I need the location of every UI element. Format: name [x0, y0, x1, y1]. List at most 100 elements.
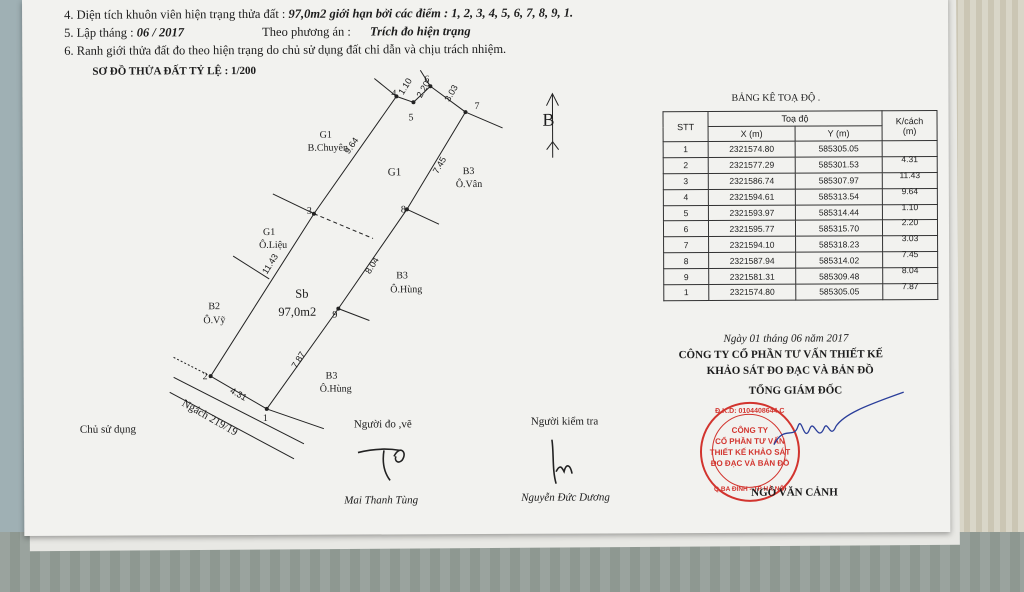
point-label: 1 [262, 412, 268, 424]
neighbor-line [419, 69, 431, 87]
table-cell-y: 585305.05 [795, 140, 883, 158]
road-edge [169, 391, 295, 460]
table-cell-stt: 3 [663, 173, 709, 190]
point-marker [428, 84, 433, 89]
neighbor-line [173, 356, 211, 377]
table-cell-y: 585305.05 [795, 283, 883, 301]
neighbor-name: Ô.Hùng [319, 383, 352, 395]
document-sheet: 4. Diện tích khuôn viên hiện trạng thửa … [22, 0, 951, 536]
table-cell-distance: 1.10 [882, 188, 938, 212]
parcel-plan [169, 69, 560, 460]
company-name-2: KHẢO SÁT ĐO ĐẠC VÀ BẢN ĐỒ [706, 364, 874, 378]
point-label: 8 [400, 204, 406, 216]
neighbor-name: Ô.Vân [455, 178, 483, 191]
neighbor-name: Ô.Vỹ [203, 315, 226, 327]
table-cell-y: 585314.02 [795, 251, 883, 269]
point-label: 5 [408, 112, 414, 124]
neighbor-line [266, 408, 325, 430]
owner-label: Chủ sử dụng [79, 423, 136, 436]
point-marker [208, 374, 213, 379]
table-cell-x: 2321593.97 [708, 204, 796, 221]
table-cell-y: 585301.53 [795, 156, 883, 173]
table-cell-y: 585309.48 [795, 267, 883, 285]
neighbor-line [232, 255, 270, 280]
seal-text: ĐO ĐẠC VÀ BẢN ĐỒ [710, 458, 790, 468]
north-label: B [542, 109, 555, 130]
table-cell-x: 2321595.77 [708, 220, 796, 237]
col-stt: STT [662, 111, 709, 142]
surveyor-label: Người đo ,vẽ [353, 418, 412, 431]
point-label: 3 [306, 205, 312, 217]
parcel-boundary [209, 85, 467, 410]
table-cell-x: 2321587.94 [708, 252, 796, 269]
point-marker [264, 406, 269, 411]
table-cell-stt: 7 [663, 236, 709, 253]
point-label: 9 [332, 309, 338, 321]
table-cell-x: 2321594.10 [708, 236, 796, 253]
table-cell-y: 585313.54 [795, 188, 883, 205]
table-cell-stt: 5 [663, 205, 709, 222]
table-cell-x: 2321594.61 [708, 188, 796, 206]
table-cell-stt: 6 [663, 220, 709, 238]
neighbor-name: Ô.Hùng [390, 284, 423, 296]
table-cell-distance: 7.45 [882, 235, 938, 259]
parcel-code: Sb [295, 286, 309, 301]
neighbor-code: B3 [462, 166, 475, 178]
point-marker [311, 211, 316, 216]
point-label: 7 [474, 101, 480, 113]
point-marker [404, 207, 409, 212]
col-x: X (m) [708, 126, 796, 142]
table-cell-x: 2321586.74 [708, 172, 796, 190]
table-cell-distance: 2.20 [882, 204, 938, 228]
point-marker [411, 100, 416, 105]
neighbor-line [272, 193, 315, 215]
internal-split [313, 213, 374, 239]
table-cell-y: 585318.23 [795, 236, 883, 253]
checker-signature [551, 439, 573, 484]
north-arrow-tail [546, 140, 560, 151]
col-y: Y (m) [795, 125, 883, 142]
surveyor-signature [357, 448, 405, 481]
neighbor-line [338, 308, 370, 321]
point-marker [336, 306, 341, 311]
table-cell-stt: 9 [663, 268, 709, 285]
neighbor-name: B.Chuyên [307, 142, 348, 154]
neighbor-code: G1 [262, 226, 276, 238]
table-cell-distance: 11.43 [882, 156, 938, 180]
table-cell-distance: 9.64 [882, 172, 938, 196]
table-cell-distance: 3.03 [882, 219, 938, 244]
table-cell-x: 2321577.29 [708, 157, 796, 174]
table-cell-stt: 2 [663, 157, 709, 174]
surveyor-name: Mai Thanh Tùng [344, 494, 419, 507]
neighbor-line [374, 78, 397, 97]
col-distance-2: (m) [902, 125, 917, 136]
neighbor-code: G1 [319, 129, 332, 141]
col-distance-1: K/cách [895, 115, 924, 126]
neighbor-line [465, 111, 503, 129]
director-signature [773, 391, 904, 446]
table-cell-x: 2321574.80 [708, 284, 796, 301]
point-label: 2 [202, 371, 208, 383]
north-arrow-head [546, 92, 559, 106]
col-coord: Toạ độ [707, 110, 883, 127]
table-cell-x: 2321581.31 [708, 268, 796, 285]
neighbor-code: G1 [387, 166, 402, 179]
point-marker [463, 110, 468, 115]
checker-label: Người kiểm tra [530, 415, 599, 428]
neighbor-name: Ô.Liệu [259, 239, 288, 251]
parcel-area: 97,0m2 [278, 304, 317, 319]
table-cell-distance: 7.87 [882, 267, 938, 291]
neighbor-line [406, 208, 440, 225]
table-cell-y: 585314.44 [795, 204, 883, 221]
table-cell-x: 2321574.80 [708, 141, 796, 158]
table-cell-y: 585315.70 [795, 220, 883, 237]
